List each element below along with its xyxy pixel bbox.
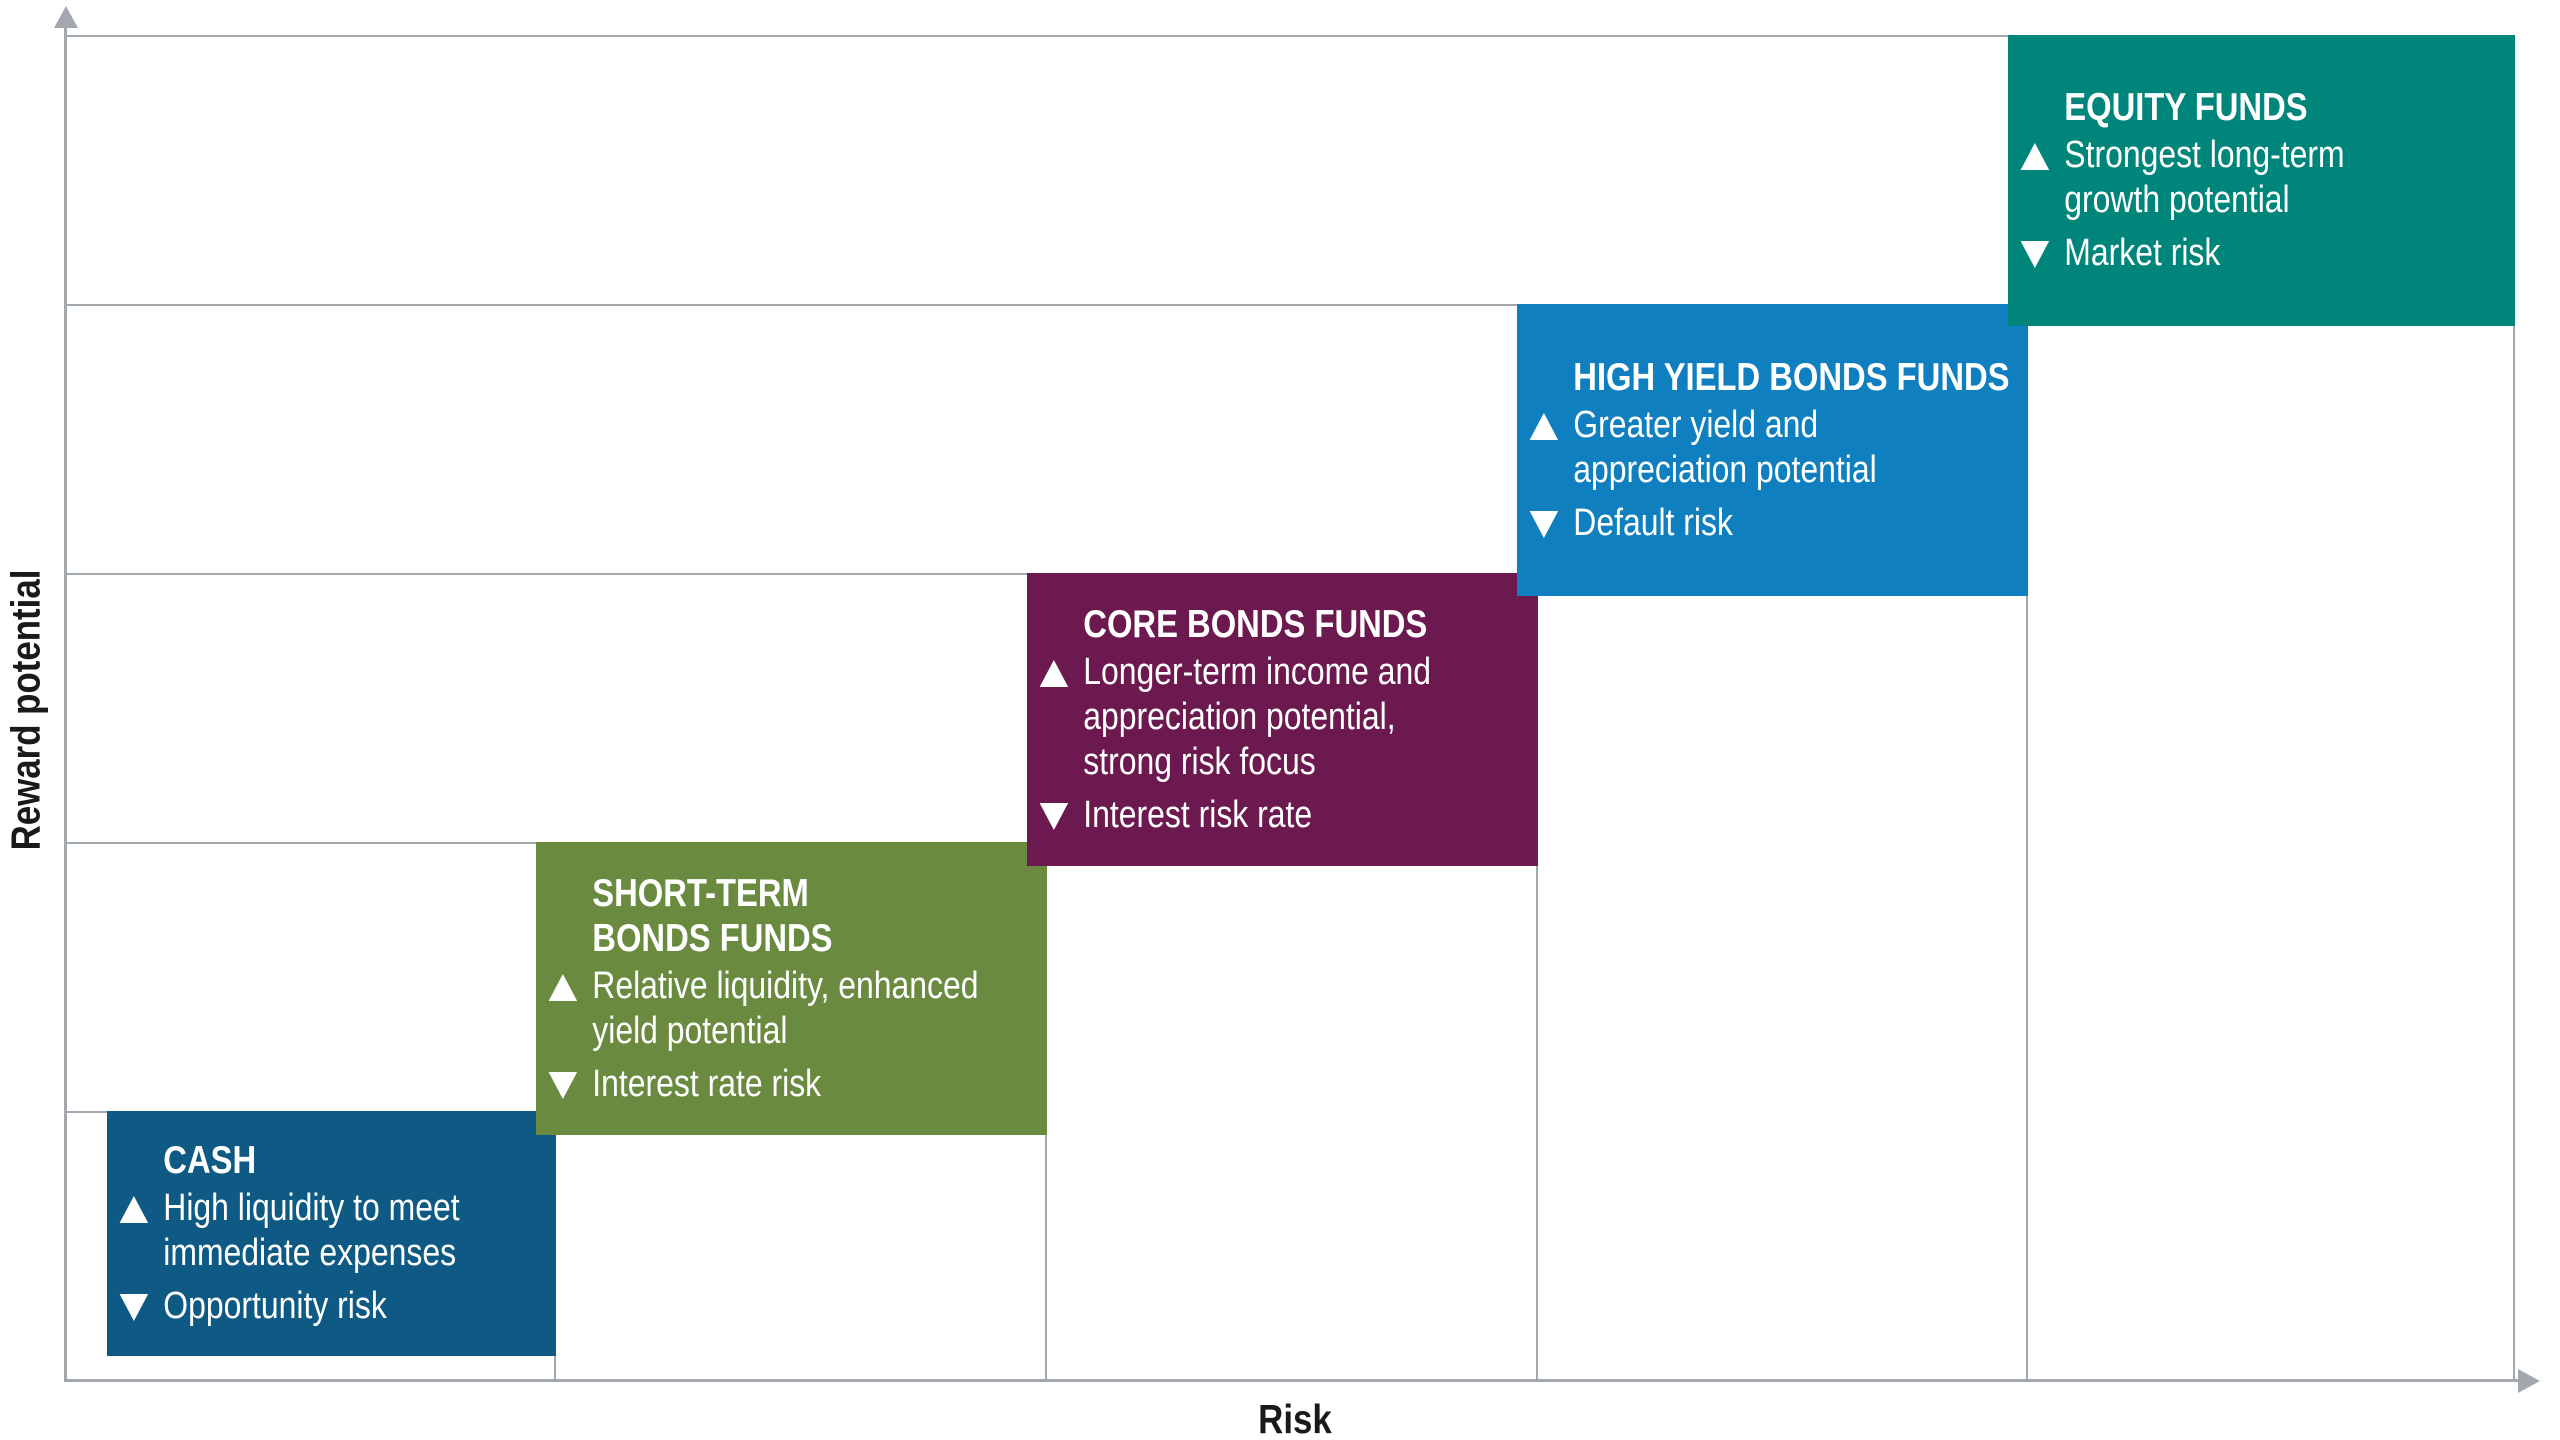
fund-bullet-pro: Relative liquidity, enhanced yield poten…: [548, 964, 1042, 1054]
x-axis-label: Risk: [1258, 1396, 1332, 1440]
fund-box-cash: CASH High liquidity to meet immediate ex…: [107, 1111, 556, 1356]
fund-title: CORE BONDS FUNDS: [1083, 602, 1428, 646]
fund-box-core-bonds-funds: CORE BONDS FUNDS Longer-term income and …: [1027, 573, 1538, 866]
fund-bullet-con: Opportunity risk: [119, 1284, 551, 1329]
fund-bullet-pro: High liquidity to meet immediate expense…: [119, 1186, 551, 1276]
fund-title: HIGH YIELD BONDS FUNDS: [1573, 355, 2010, 399]
up-triangle-icon: [548, 964, 593, 1001]
fund-bullet-text: High liquidity to meet immediate expense…: [163, 1187, 460, 1274]
fund-bullet-text: Longer-term income and appreciation pote…: [1083, 650, 1432, 783]
up-triangle-icon: [1039, 650, 1084, 687]
down-triangle-icon: [1529, 501, 1574, 538]
grid-step-line-core-bonds-level: [64, 573, 1538, 575]
fund-box-equity-funds: EQUITY FUNDS Strongest long-term growth …: [2008, 35, 2515, 326]
y-axis-label: Reward potential: [2, 569, 49, 851]
fund-bullet-text: Opportunity risk: [163, 1285, 387, 1327]
fund-bullet-text: Market risk: [2064, 232, 2221, 274]
y-axis-arrow-icon: [54, 6, 78, 28]
up-triangle-icon: [119, 1186, 164, 1223]
fund-bullet-con: Interest rate risk: [548, 1062, 1042, 1107]
fund-title: SHORT-TERM BONDS FUNDS: [592, 871, 833, 960]
fund-bullet-pro: Longer-term income and appreciation pote…: [1039, 650, 1533, 785]
fund-bullet-pro: Strongest long-term growth potential: [2020, 133, 2510, 223]
fund-bullet-con: Interest risk rate: [1039, 793, 1533, 838]
fund-bullet-text: Relative liquidity, enhanced yield poten…: [592, 964, 979, 1052]
grid-step-line-equity-level: [64, 35, 2515, 37]
up-triangle-icon: [2020, 133, 2065, 170]
fund-box-high-yield-bonds-funds: HIGH YIELD BONDS FUNDS Greater yield and…: [1517, 304, 2028, 596]
fund-bullet-text: Interest rate risk: [592, 1062, 822, 1105]
grid-column-line-high-yield: [2026, 304, 2028, 1381]
fund-title: CASH: [163, 1139, 257, 1182]
down-triangle-icon: [119, 1284, 164, 1321]
fund-bullet-pro: Greater yield and appreciation potential: [1529, 403, 2023, 493]
fund-bullet-text: Interest risk rate: [1083, 793, 1313, 836]
y-axis-line: [64, 22, 67, 1381]
fund-title: EQUITY FUNDS: [2064, 86, 2308, 129]
x-axis-line: [64, 1379, 2526, 1382]
grid-column-line-core-bonds: [1536, 573, 1538, 1381]
down-triangle-icon: [1039, 793, 1084, 830]
grid-column-line-equity: [2513, 35, 2515, 1381]
fund-bullet-con: Market risk: [2020, 231, 2510, 276]
fund-bullet-text: Greater yield and appreciation potential: [1573, 403, 1877, 491]
down-triangle-icon: [2020, 231, 2065, 268]
grid-step-line-high-yield-level: [64, 304, 2028, 306]
down-triangle-icon: [548, 1062, 593, 1099]
fund-box-short-term-bonds-funds: SHORT-TERM BONDS FUNDS Relative liquidit…: [536, 842, 1047, 1135]
up-triangle-icon: [1529, 403, 1574, 440]
x-axis-arrow-icon: [2518, 1369, 2540, 1393]
fund-bullet-text: Default risk: [1573, 501, 1733, 544]
fund-bullet-text: Strongest long-term growth potential: [2064, 134, 2345, 221]
fund-bullet-con: Default risk: [1529, 501, 2023, 546]
